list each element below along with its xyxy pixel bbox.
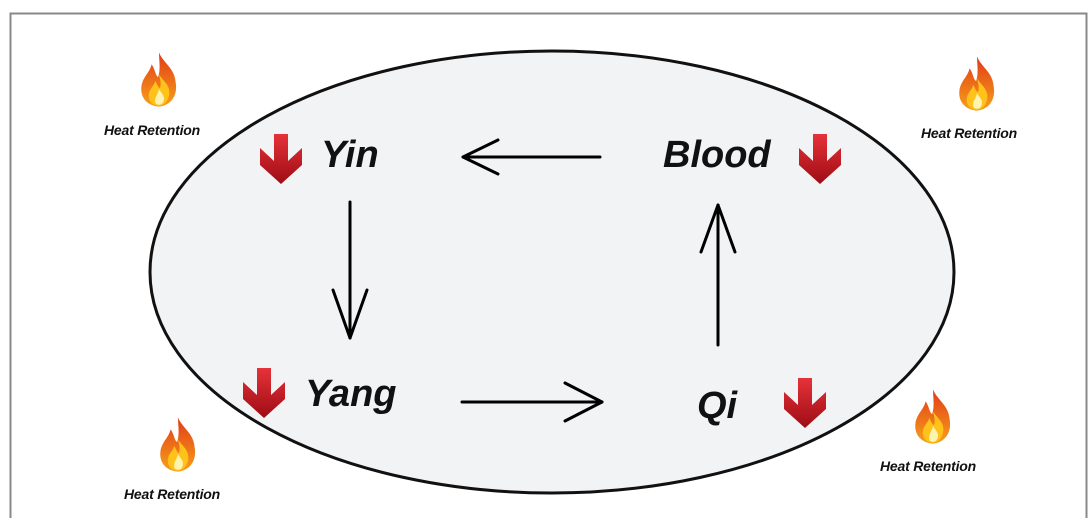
- heat-retention-label: Heat Retention: [104, 122, 200, 138]
- flame-icon: [915, 389, 951, 444]
- cycle-ellipse: [148, 49, 956, 495]
- flame-icon: [160, 417, 196, 472]
- heat-retention-label: Heat Retention: [124, 486, 220, 502]
- arrow-blood-to-yin: [461, 138, 602, 176]
- heat-retention-label: Heat Retention: [880, 458, 976, 474]
- node-qi: Qi: [697, 385, 738, 427]
- arrow-yang-to-qi: [460, 381, 604, 423]
- frame-border: [9, 12, 1088, 523]
- node-yang: Yang: [305, 373, 397, 415]
- node-yin: Yin: [321, 134, 379, 176]
- arrow-qi-to-blood: [699, 203, 737, 347]
- node-blood: Blood: [663, 134, 771, 176]
- arrow-yin-to-yang: [331, 200, 369, 340]
- heat-retention-label: Heat Retention: [921, 125, 1017, 141]
